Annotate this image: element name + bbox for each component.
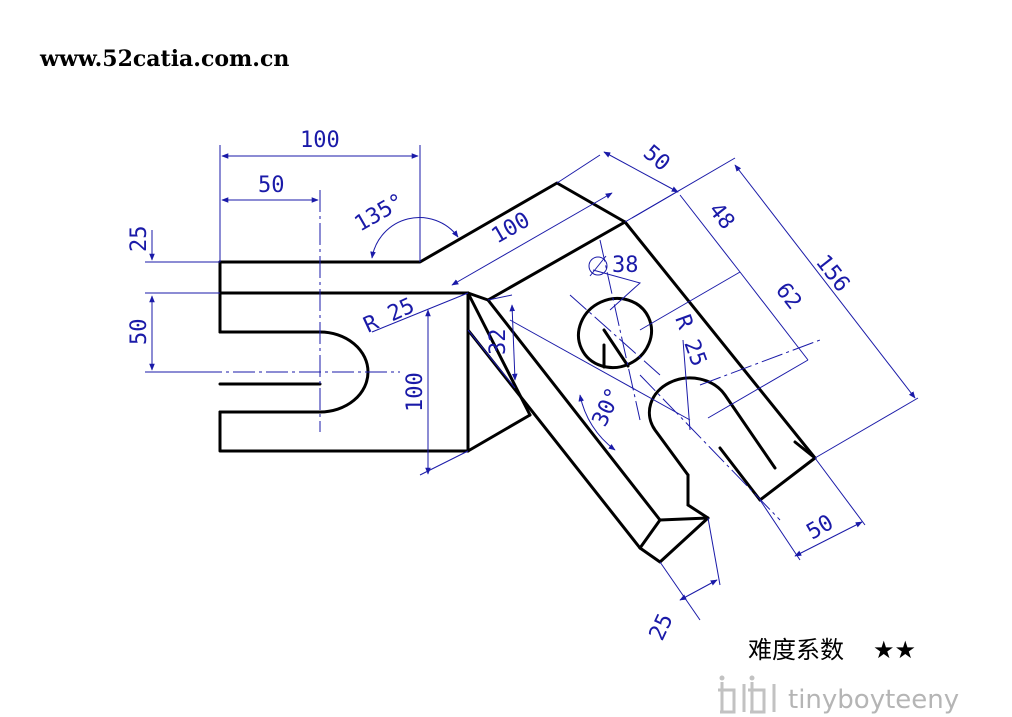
dim-left-100: 100 (403, 372, 428, 412)
dim-angle-30: 30° (588, 384, 627, 431)
dim-angle-135: 135° (351, 189, 409, 237)
dim-62: 62 (770, 278, 806, 314)
dim-top-arm-50: 50 (638, 140, 674, 176)
dim-arm-end-50: 50 (803, 510, 838, 545)
watermark-logo-icon (718, 675, 776, 714)
dim-50-top: 50 (258, 173, 285, 198)
dim-32: 32 (486, 329, 511, 356)
dim-156: 156 (810, 250, 854, 297)
dimension-labels: 100 50 135° 100 50 48 62 156 38 R 25 R 2… (127, 128, 854, 645)
difficulty-label: 难度系数 (748, 636, 844, 664)
dim-left-25: 25 (127, 226, 152, 253)
dim-hole-dia: 38 (612, 253, 639, 278)
dim-arm-thickness-25: 25 (645, 610, 679, 645)
dim-100-top: 100 (300, 128, 340, 153)
watermark-text: tinyboyteeny (788, 685, 959, 715)
dim-48: 48 (703, 198, 739, 234)
dimension-lines (145, 145, 919, 621)
site-url: www.52catia.com.cn (39, 46, 289, 72)
difficulty-stars: ★★ (873, 636, 916, 664)
dim-left-50: 50 (127, 319, 152, 346)
dim-radius-left: R 25 (360, 293, 419, 338)
dim-arm-100: 100 (488, 208, 535, 250)
